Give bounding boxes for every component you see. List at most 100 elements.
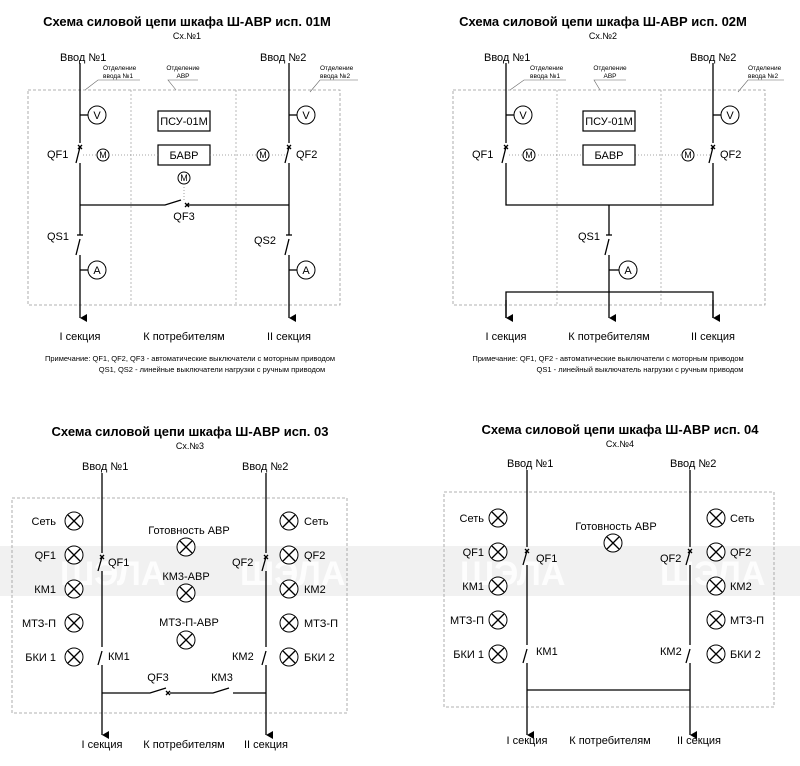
d3-qf3: QF3 [147,672,168,684]
d2-note1: Примечание: QF1, QF2 - автоматические вы… [472,354,743,363]
d2-section2: II секция [691,331,735,343]
diagram-4-title: Схема силовой цепи шкафа Ш-АВР исп. 04 [482,422,760,437]
dept-avr-label: Отделение [166,65,200,72]
d2-input1-label: Ввод №1 [484,52,530,64]
d3-qf1-switch: QF1 [108,557,129,569]
d3-lamp-mtzavr: МТЗ-П-АВР [159,617,219,629]
d3-lamp-set-2: Сеть [304,516,329,528]
d3-km1-switch: КМ1 [108,651,130,663]
consumers-label: К потребителям [143,331,225,343]
d2-deptavr-2: АВР [603,73,616,80]
d4-lamp-qf2: QF2 [730,547,751,559]
d3-input2: Ввод №2 [242,461,288,473]
qs2-label: QS2 [254,235,276,247]
d4-lamp-set-1: Сеть [460,513,485,525]
diagram-2: Схема силовой цепи шкафа Ш-АВР исп. 02М … [452,14,784,374]
d4-km1-switch: КМ1 [536,646,558,658]
qf3-label: QF3 [173,211,194,223]
d4-qf1-switch: QF1 [536,553,557,565]
input1-label: Ввод №1 [60,52,106,64]
d3-lamp-km2: КМ2 [304,584,326,596]
d2-m1: M [525,150,533,160]
d3-km3: КМ3 [211,672,233,684]
cabinet-frame [27,89,341,306]
d2-consumers: К потребителям [568,331,650,343]
d3-section2: II секция [244,739,288,751]
d4-consumers: К потребителям [569,735,651,747]
watermark: ШЭЛА ШЭЛА ШЭЛА ШЭЛА [0,546,800,596]
qs1-label: QS1 [47,231,69,243]
note-line-1: Примечание: QF1, QF2, QF3 - автоматическ… [45,354,335,363]
d3-lamp-qf2: QF2 [304,550,325,562]
d2-section1: I секция [486,331,527,343]
d3-lamp-qf1: QF1 [35,550,56,562]
d2-qf1: QF1 [472,149,493,161]
diagram-2-title: Схема силовой цепи шкафа Ш-АВР исп. 02М [459,14,747,29]
d4-input1: Ввод №1 [507,458,553,470]
d2-m2: M [684,150,692,160]
d2-bavr: БАВР [595,150,624,162]
d4-lamp-mtz-1: МТЗ-П [450,615,484,627]
d2-dept1-2: ввода №1 [530,73,560,80]
d4-lamp-bki1: БКИ 1 [453,649,484,661]
d4-lamp-qf1: QF1 [463,547,484,559]
d2-v2: V [726,110,734,122]
psu-box [157,110,211,132]
d2-deptavr: Отделение [593,65,627,72]
d4-km2-switch: КМ2 [660,646,682,658]
qf2-label: QF2 [296,149,317,161]
diagram-4-subtitle: Сх.№4 [606,439,634,449]
d4-qf2-switch: QF2 [660,553,681,565]
diagram-3-title: Схема силовой цепи шкафа Ш-АВР исп. 03 [52,424,329,439]
d2-psu: ПСУ-01М [585,116,633,128]
d4-lamp-ready: Готовность АВР [575,521,657,533]
diagram-3-subtitle: Сх.№3 [176,441,204,451]
motor-qf3-label: M [180,173,188,183]
d3-qf2-switch: QF2 [232,557,253,569]
dept-input1-label: Отделение [103,65,137,72]
d3-lamp-set-1: Сеть [32,516,57,528]
qf1-label: QF1 [47,149,68,161]
d3-consumers: К потребителям [143,739,225,751]
d4-section2: II секция [677,735,721,747]
d2-qf2: QF2 [720,149,741,161]
motor-qf2-label: M [259,150,267,160]
d2-qs1: QS1 [578,231,600,243]
diagram-1-subtitle: Сх.№1 [173,31,201,41]
d4-section1: I секция [507,735,548,747]
ammeter-2-label: A [302,265,310,277]
d4-lamp-bki2: БКИ 2 [730,649,761,661]
ammeter-1-label: A [93,265,101,277]
voltmeter-1-label: V [93,110,101,122]
bavr-label: БАВР [170,150,199,162]
d3-lamp-bki1: БКИ 1 [25,652,56,664]
d4-lamp-mtz-2: МТЗ-П [730,615,764,627]
d4-lamp-km2: КМ2 [730,581,752,593]
diagram-2-subtitle: Сх.№2 [589,31,617,41]
d3-lamp-mtz-2: МТЗ-П [304,618,338,630]
d4-lamps [488,508,726,664]
section1-label: I секция [60,331,101,343]
d2-note2: QS1 - линейный выключатель нагрузки с ру… [537,365,744,374]
motor-qf1-label: M [99,150,107,160]
diagram-1-title: Схема силовой цепи шкафа Ш-АВР исп. 01М [43,14,331,29]
d3-lamp-bki2: БКИ 2 [304,652,335,664]
d2-dept1: Отделение [530,65,564,72]
d3-lamp-ready: Готовность АВР [148,525,230,537]
d3-km2-switch: КМ2 [232,651,254,663]
dept-input2-label: Отделение [320,65,354,72]
d4-lamp-set-2: Сеть [730,513,755,525]
dept-input1-label-2: ввода №1 [103,73,133,80]
d2-v1: V [519,110,527,122]
dept-input2-label-2: ввода №2 [320,73,350,80]
d3-input1: Ввод №1 [82,461,128,473]
note-line-2: QS1, QS2 - линейные выключатели нагрузки… [99,365,325,374]
voltmeter-2-label: V [302,110,310,122]
d3-section1: I секция [82,739,123,751]
diagram-4: Схема силовой цепи шкафа Ш-АВР исп. 04 С… [443,422,775,747]
d2-dept2: Отделение [748,65,782,72]
section2-label: II секция [267,331,311,343]
d3-lamp-km3avr: КМ3-АВР [162,571,209,583]
d4-lamp-km1: КМ1 [462,581,484,593]
